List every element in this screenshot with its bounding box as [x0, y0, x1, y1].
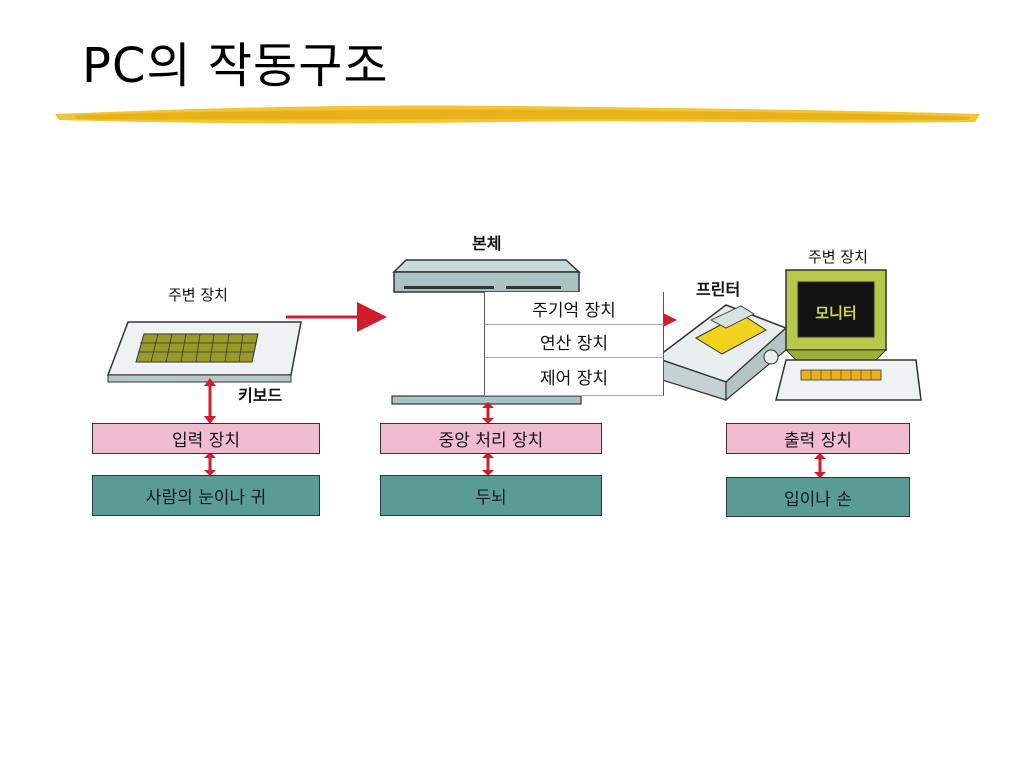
diagram-graphics [106, 259, 922, 478]
printer-label: 프린터 [696, 280, 741, 299]
pc-structure-diagram: 주변 장치 키보드 본체 프린터 주변 장치 모니터 주기억 장치 연산 장치 … [86, 210, 926, 540]
cpu-box: 중앙 처리 장치 [380, 423, 602, 454]
cpu-analogy-box: 두뇌 [380, 475, 602, 516]
output-device-box: 출력 장치 [726, 423, 910, 454]
vertical-arrowheads [204, 378, 826, 478]
main-memory-unit: 주기억 장치 [484, 292, 664, 325]
title-underline-brush [55, 105, 980, 124]
keyboard-illustration [106, 321, 302, 383]
printer-illustration [654, 304, 788, 402]
right-peripheral-label: 주변 장치 [808, 248, 868, 266]
keyboard-label: 키보드 [238, 386, 283, 405]
monitor-label: 모니터 [815, 304, 857, 322]
slide-title: PC의 작동구조 [82, 38, 389, 94]
control-unit: 제어 장치 [484, 358, 664, 396]
output-analogy-box: 입이나 손 [726, 477, 910, 517]
left-peripheral-label: 주변 장치 [168, 286, 228, 304]
input-device-box: 입력 장치 [92, 423, 320, 454]
monitor-illustration [775, 269, 922, 401]
body-label: 본체 [472, 234, 502, 253]
arithmetic-unit: 연산 장치 [484, 325, 664, 358]
input-analogy-box: 사람의 눈이나 귀 [92, 475, 320, 516]
